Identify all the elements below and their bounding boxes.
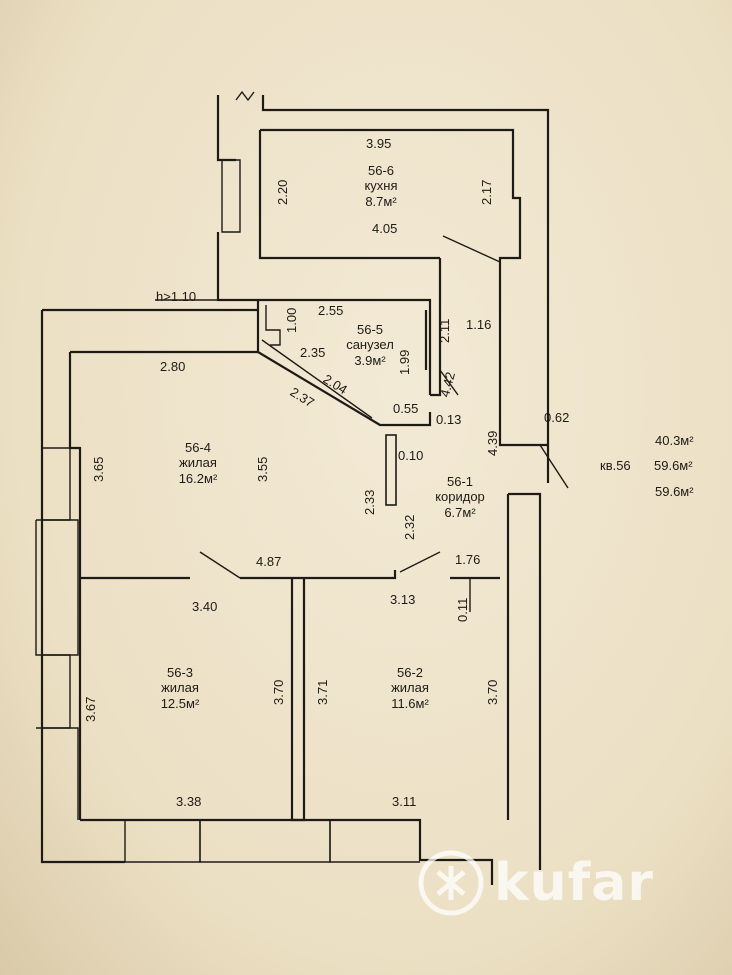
dim-label: 3.70 bbox=[485, 679, 500, 705]
kitchen-window bbox=[221, 159, 241, 233]
dim-label: 0.10 bbox=[398, 448, 424, 463]
room-id: 56-1 bbox=[446, 474, 474, 489]
dim-label: 0.11 bbox=[455, 597, 470, 622]
summary-apartment: кв.56 bbox=[600, 458, 631, 473]
dim-label: 0.13 bbox=[436, 412, 462, 427]
watermark-text: kufar bbox=[494, 853, 654, 913]
corridor-pillar bbox=[385, 434, 397, 506]
room-id: 56-5 bbox=[356, 322, 384, 337]
bath-diagonal-inner bbox=[261, 339, 373, 419]
room-name: жилая bbox=[179, 455, 217, 471]
dim-label: 2.20 bbox=[275, 179, 290, 205]
window-left-2 bbox=[35, 519, 79, 656]
kitchen-wall bbox=[260, 128, 522, 300]
dim-label: 3.11 bbox=[392, 794, 417, 809]
door-swing-3 bbox=[442, 235, 501, 263]
outer-wall-top-right bbox=[261, 95, 550, 483]
dim-label: 4.87 bbox=[256, 554, 282, 569]
room-id: 56-6 bbox=[367, 163, 395, 178]
dim-label: 2.17 bbox=[479, 179, 494, 205]
room-id: 56-4 bbox=[184, 440, 212, 455]
room-name: жилая bbox=[391, 680, 429, 696]
dim-label: 2.33 bbox=[362, 489, 377, 515]
room-area: 8.7м² bbox=[365, 193, 397, 209]
door-swing-2 bbox=[399, 551, 441, 573]
door-swing-1 bbox=[199, 551, 241, 579]
dim-label: 0.55 bbox=[393, 401, 419, 416]
outer-wall-top bbox=[216, 95, 236, 162]
room-56-2: 56-2 жилая 11.6м² bbox=[370, 665, 450, 711]
room-name: жилая bbox=[161, 680, 199, 696]
dim-label: 3.95 bbox=[366, 136, 392, 151]
room-area: 11.6м² bbox=[391, 695, 429, 711]
dim-label: 2.80 bbox=[160, 359, 186, 374]
room-56-5: 56-5 санузел 3.9м² bbox=[330, 322, 410, 368]
dim-label: 1.99 bbox=[397, 349, 412, 375]
dim-label: 2.32 bbox=[402, 514, 417, 540]
dim-label: 3.65 bbox=[91, 456, 106, 482]
dim-label: 3.38 bbox=[176, 794, 202, 809]
dim-label: 3.67 bbox=[83, 696, 98, 722]
room-56-3: 56-3 жилая 12.5м² bbox=[140, 665, 220, 711]
window-left-1 bbox=[42, 447, 71, 521]
kufar-logo-icon bbox=[418, 850, 484, 916]
height-mark: h>1.10 bbox=[156, 289, 197, 304]
room-id: 56-2 bbox=[396, 665, 424, 680]
bottom-inner bbox=[80, 818, 494, 885]
dim-label: 1.76 bbox=[455, 552, 481, 567]
room-name: санузел bbox=[346, 337, 394, 353]
kitchen-lower-wall bbox=[430, 258, 442, 397]
room-id: 56-3 bbox=[166, 665, 194, 680]
dim-label: 1.16 bbox=[466, 317, 492, 332]
summary-living-area: 40.3м² bbox=[655, 433, 694, 448]
bath-diagonal bbox=[257, 351, 432, 427]
summary-total-area-2: 59.6м² bbox=[655, 484, 694, 499]
dim-label: 2.55 bbox=[318, 303, 344, 318]
door-swing-4 bbox=[539, 444, 569, 489]
room-area: 12.5м² bbox=[160, 695, 200, 711]
inner-left-side bbox=[68, 352, 82, 820]
dim-label: 3.13 bbox=[390, 592, 416, 607]
dim-label: 2.11 bbox=[437, 318, 452, 343]
dim-label: 4.05 bbox=[372, 221, 398, 236]
window-bottom-3 bbox=[329, 820, 420, 863]
partition-divider bbox=[290, 578, 306, 822]
window-bottom-2 bbox=[199, 820, 331, 863]
room-area: 6.7м² bbox=[444, 504, 476, 520]
dim-label: 2.35 bbox=[300, 345, 326, 360]
window-left-3 bbox=[42, 654, 71, 729]
room-56-6: 56-6 кухня 8.7м² bbox=[346, 163, 416, 209]
dim-label: 3.55 bbox=[255, 456, 270, 482]
kufar-watermark: kufar bbox=[418, 848, 654, 918]
bottom-right-wall bbox=[508, 492, 542, 870]
room-area: 3.9м² bbox=[354, 352, 386, 368]
bath-top bbox=[262, 298, 432, 395]
dim-label: 3.70 bbox=[271, 679, 286, 705]
dim-label: 4.39 bbox=[485, 430, 500, 456]
room-56-4: 56-4 жилая 16.2м² bbox=[158, 440, 238, 486]
partition-hall bbox=[240, 570, 397, 580]
window-bottom-1 bbox=[124, 820, 201, 863]
left-stub bbox=[216, 232, 262, 302]
room-name: коридор bbox=[435, 489, 485, 505]
dim-label: 0.62 bbox=[544, 410, 570, 425]
kitchen-wall-left bbox=[258, 130, 440, 260]
door-swing-5 bbox=[439, 369, 459, 396]
break-mark bbox=[235, 90, 255, 102]
room-name: кухня bbox=[364, 178, 398, 194]
room-area: 16.2м² bbox=[178, 470, 218, 486]
window-left-4 bbox=[36, 727, 79, 820]
bath-inner bbox=[265, 305, 281, 346]
dim-label: 1.00 bbox=[284, 307, 299, 333]
dim-label: 3.40 bbox=[192, 599, 218, 614]
summary-total-area: 59.6м² bbox=[654, 458, 693, 473]
outer-left bbox=[40, 310, 125, 864]
room-56-1: 56-1 коридор 6.7м² bbox=[420, 474, 500, 520]
dim-label: 3.71 bbox=[315, 679, 330, 705]
shaft-wall bbox=[498, 300, 548, 447]
